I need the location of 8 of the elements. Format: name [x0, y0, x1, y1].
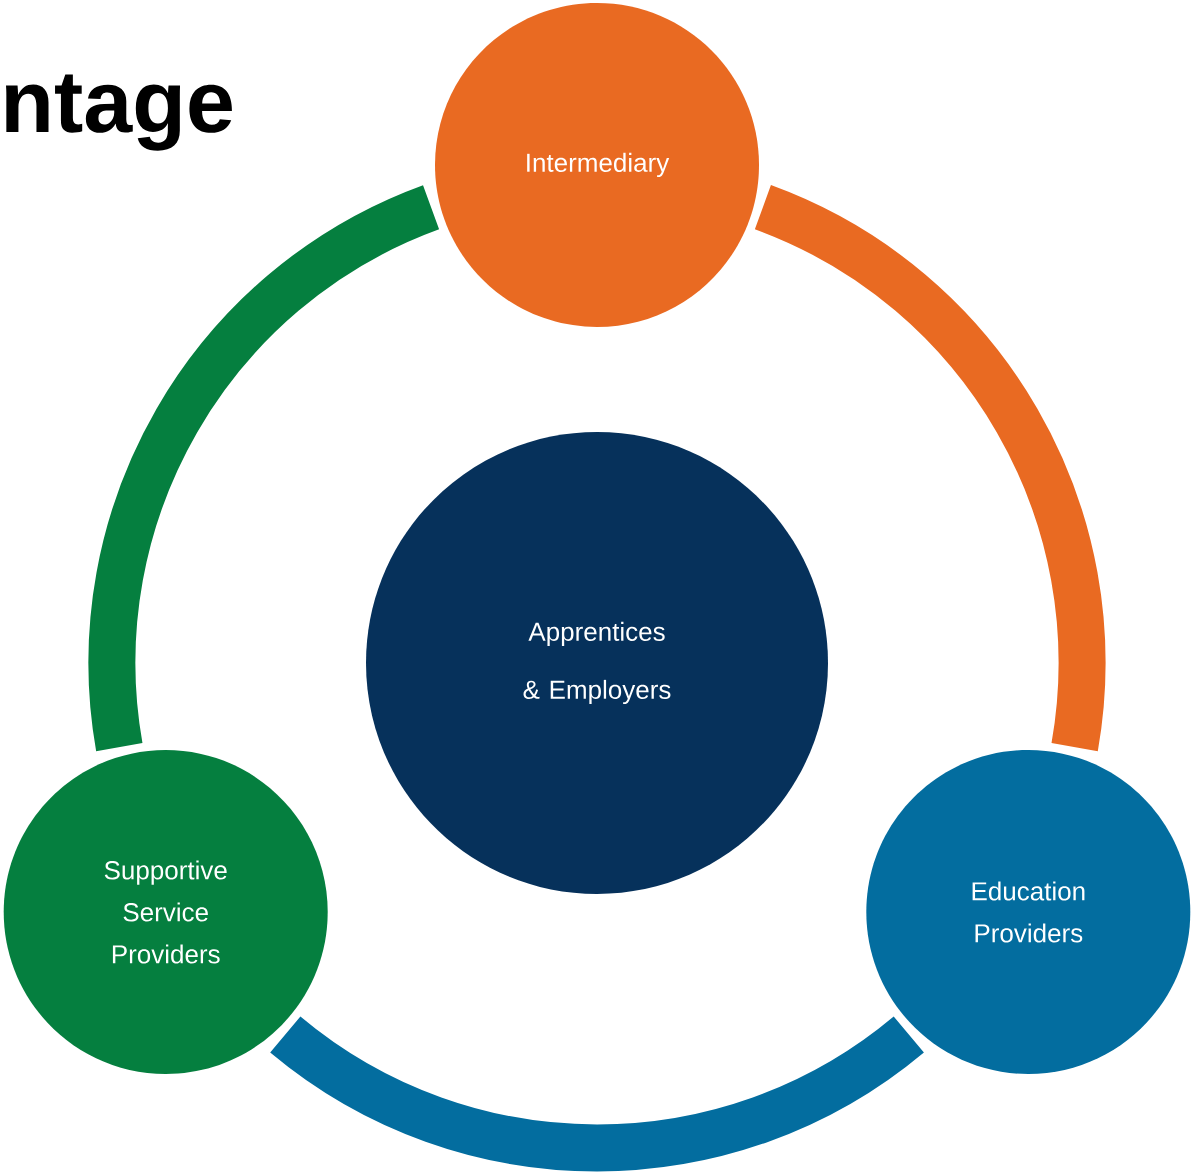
ring-arc	[753, 185, 1105, 750]
ring-arc	[271, 1015, 923, 1172]
circle-node: Apprentices & Employers	[366, 432, 828, 894]
circle-node: Supportive Service Providers	[3, 750, 328, 1074]
ring-arc	[89, 185, 441, 750]
circle-node: Intermediary	[435, 3, 759, 327]
circle-node: Education Providers	[866, 750, 1191, 1074]
title: ntage	[6, 74, 232, 151]
